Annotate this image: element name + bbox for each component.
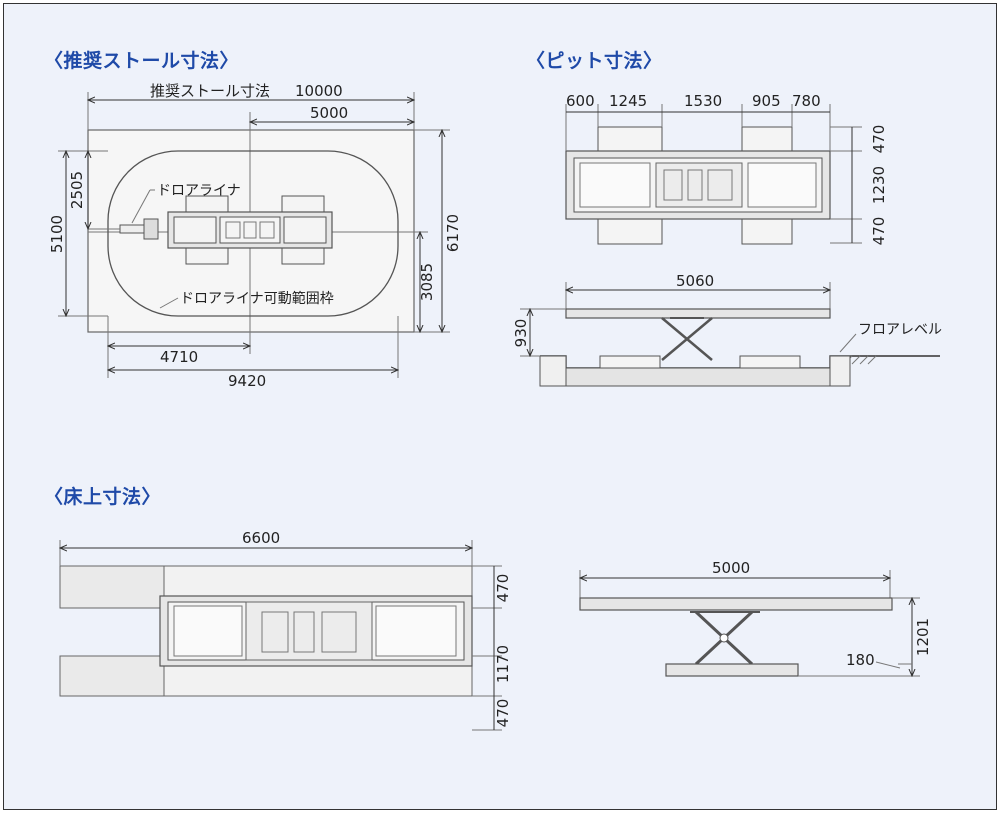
pit-deck-length: 5060 (676, 272, 714, 290)
stall-top-label: 推奨ストール寸法 (150, 82, 270, 100)
stall-bottom-half: 4710 (160, 348, 198, 366)
pit-seg-5: 780 (792, 92, 821, 110)
pit-depth: 930 (512, 319, 530, 348)
stall-height-total: 6170 (444, 214, 462, 252)
pit-v-1: 470 (870, 125, 888, 154)
floor-v-2: 1170 (494, 645, 512, 683)
pit-side-view: 5060 930 フロアレベル (512, 272, 942, 387)
stall-left-half: 2505 (68, 171, 86, 209)
stall-height-half: 3085 (418, 263, 436, 301)
pit-v-3: 470 (870, 217, 888, 246)
floor-height: 1201 (914, 618, 932, 656)
floor-lift-base (665, 663, 799, 677)
pit-seg-3: 1530 (684, 92, 722, 110)
pit-seg-1: 600 (566, 92, 595, 110)
pit-lift-deck (565, 308, 831, 319)
stall-left-total: 5100 (48, 215, 66, 253)
pit-section-title: 〈ピット寸法〉 (526, 50, 663, 72)
drum-liner (143, 218, 159, 240)
stall-width-total: 10000 (295, 82, 343, 100)
floor-length: 6600 (242, 529, 280, 547)
floor-deck-length: 5000 (712, 559, 750, 577)
floor-plan: 6600 470 1170 470 (59, 529, 512, 731)
stall-width-half: 5000 (310, 104, 348, 122)
pit-seg-2: 1245 (609, 92, 647, 110)
floor-base-height: 180 (846, 651, 875, 669)
pit-seg-4: 905 (752, 92, 781, 110)
floor-side-view: 5000 1201 180 (580, 559, 932, 676)
pit-v-2: 1230 (870, 166, 888, 204)
floor-v-3: 470 (494, 699, 512, 728)
floor-level-label: フロアレベル (858, 322, 942, 338)
floor-ramp-top (59, 565, 165, 609)
drum-liner-range-label: ドロアライナ可動範囲枠 (180, 290, 334, 307)
floor-v-1: 470 (494, 574, 512, 603)
floor-lift-deck (579, 597, 893, 611)
floor-ramp-bottom (59, 655, 165, 697)
floor-section-title: 〈床上寸法〉 (44, 486, 162, 508)
drum-liner-range-frame (107, 150, 399, 317)
stall-bottom-total: 9420 (228, 372, 266, 390)
drum-liner-label: ドロアライナ (157, 183, 241, 199)
stall-section-title: 〈推奨ストール寸法〉 (44, 50, 240, 72)
pit-plan: 600 1245 1530 905 780 470 1230 470 (565, 92, 888, 246)
stall-plan: ドロアライナ ドロアライナ可動範囲枠 推奨ストール寸法 10000 5000 6… (48, 82, 462, 390)
